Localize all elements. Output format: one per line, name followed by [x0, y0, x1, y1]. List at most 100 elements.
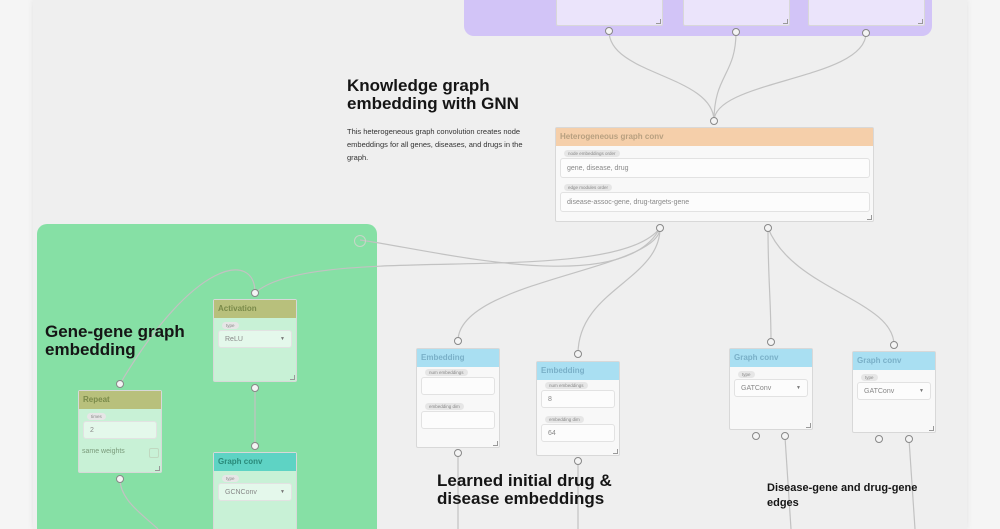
edge — [359, 227, 661, 267]
resize-handle[interactable] — [493, 441, 498, 446]
input-port[interactable] — [251, 442, 259, 450]
field-label: times — [87, 413, 106, 420]
field-label: type — [738, 371, 755, 378]
resize-handle[interactable] — [613, 449, 618, 454]
gat-graph-conv-node-1[interactable]: Graph conv type GATConv ▼ — [729, 348, 813, 430]
node-title: Heterogeneous graph conv — [556, 128, 873, 146]
edge — [119, 478, 159, 529]
field-label: type — [222, 322, 239, 329]
input-port[interactable] — [251, 289, 259, 297]
output-port[interactable] — [605, 27, 613, 35]
repeat-node[interactable]: Repeat times 2 same weights — [78, 390, 162, 473]
resize-handle[interactable] — [656, 19, 661, 24]
field-label: embedding dim — [425, 403, 464, 410]
output-port[interactable] — [764, 224, 772, 232]
resize-handle[interactable] — [290, 375, 295, 380]
field-value: 2 — [90, 426, 94, 434]
repeat-times-input[interactable]: 2 — [83, 421, 157, 439]
output-port[interactable] — [875, 435, 883, 443]
node-title: Graph conv — [730, 349, 812, 367]
node-title: Activation — [214, 300, 296, 318]
node-title: Repeat — [79, 391, 161, 409]
edge — [457, 227, 661, 342]
input-port[interactable] — [574, 350, 582, 358]
field-label: edge modules order — [564, 184, 613, 191]
gene-gene-group-box[interactable] — [37, 224, 377, 529]
input-port[interactable] — [890, 341, 898, 349]
hetero-graph-conv-node[interactable]: Heterogeneous graph conv node embeddings… — [555, 127, 874, 222]
node-order-input[interactable]: gene, disease, drug — [560, 158, 870, 178]
output-port[interactable] — [251, 384, 259, 392]
field-label: num embeddings — [425, 369, 468, 376]
activation-node[interactable]: Activation type ReLU ▼ — [213, 299, 297, 382]
chevron-down-icon: ▼ — [280, 336, 285, 342]
field-value: disease-assoc-gene, drug-targets-gene — [567, 198, 690, 206]
activation-type-select[interactable]: ReLU ▼ — [218, 330, 292, 348]
output-port[interactable] — [905, 435, 913, 443]
node-title: Graph conv — [853, 352, 935, 370]
same-weights-checkbox[interactable] — [149, 448, 159, 458]
field-value: gene, disease, drug — [567, 164, 629, 172]
output-port[interactable] — [454, 449, 462, 457]
gcn-type-select[interactable]: GCNConv▼ — [218, 483, 292, 501]
output-port[interactable] — [781, 432, 789, 440]
input-port[interactable] — [710, 117, 718, 125]
top-node-1[interactable] — [556, 0, 663, 26]
output-port[interactable] — [752, 432, 760, 440]
top-node-3[interactable] — [808, 0, 925, 26]
edge — [608, 30, 715, 122]
edge — [713, 31, 737, 122]
embedding-node-2[interactable]: Embedding num embeddings 8 embedding dim… — [536, 361, 620, 456]
num-embeddings-input[interactable]: 8 — [541, 390, 615, 408]
chevron-down-icon: ▼ — [796, 385, 801, 391]
edges-section-title: Disease-gene and drug-gene edges — [767, 482, 918, 509]
resize-handle[interactable] — [806, 423, 811, 428]
embedding-dim-input[interactable] — [421, 411, 495, 429]
field-label: num embeddings — [545, 382, 588, 389]
edge — [908, 438, 916, 529]
gcn-graph-conv-node[interactable]: Graph conv type GCNConv▼ — [213, 452, 297, 529]
workspace-canvas[interactable]: Heterogeneous graph conv node embeddings… — [33, 0, 967, 529]
input-port[interactable] — [116, 380, 124, 388]
edge — [767, 227, 772, 343]
resize-handle[interactable] — [929, 426, 934, 431]
edge — [784, 436, 792, 529]
edge — [713, 32, 867, 122]
field-value: 64 — [548, 429, 556, 437]
field-label: embedding dim — [545, 416, 584, 423]
field-value: ReLU — [225, 335, 243, 343]
gnn-section-title: Knowledge graph embedding with GNN — [347, 76, 519, 114]
embedding-dim-input[interactable]: 64 — [541, 424, 615, 442]
edge — [254, 227, 661, 294]
field-label: type — [222, 475, 239, 482]
edge — [577, 227, 661, 355]
field-label: type — [861, 374, 878, 381]
resize-handle[interactable] — [918, 19, 923, 24]
input-port[interactable] — [454, 337, 462, 345]
resize-handle[interactable] — [783, 19, 788, 24]
field-value: GATConv — [741, 384, 772, 392]
node-title: Embedding — [537, 362, 619, 380]
output-port[interactable] — [732, 28, 740, 36]
node-title: Embedding — [417, 349, 499, 367]
output-port[interactable] — [862, 29, 870, 37]
output-port[interactable] — [116, 475, 124, 483]
gat-type-select[interactable]: GATConv ▼ — [734, 379, 808, 397]
embedding-node-1[interactable]: Embedding num embeddings embedding dim — [416, 348, 500, 448]
field-value: GCNConv — [225, 488, 257, 496]
gnn-section-description: This heterogeneous graph convolution cre… — [347, 127, 523, 162]
field-value: 8 — [548, 395, 552, 403]
output-port[interactable] — [656, 224, 664, 232]
top-node-2[interactable] — [683, 0, 790, 26]
gat-type-select[interactable]: GATConv▼ — [857, 382, 931, 400]
resize-handle[interactable] — [867, 215, 872, 220]
group-output-port[interactable] — [354, 235, 366, 247]
resize-handle[interactable] — [155, 466, 160, 471]
same-weights-label: same weights — [82, 448, 125, 455]
edge-order-input[interactable]: disease-assoc-gene, drug-targets-gene — [560, 192, 870, 212]
output-port[interactable] — [574, 457, 582, 465]
input-port[interactable] — [767, 338, 775, 346]
gat-graph-conv-node-2[interactable]: Graph conv type GATConv▼ — [852, 351, 936, 433]
gene-gene-section-title: Gene-gene graph embedding — [45, 322, 185, 360]
num-embeddings-input[interactable] — [421, 377, 495, 395]
